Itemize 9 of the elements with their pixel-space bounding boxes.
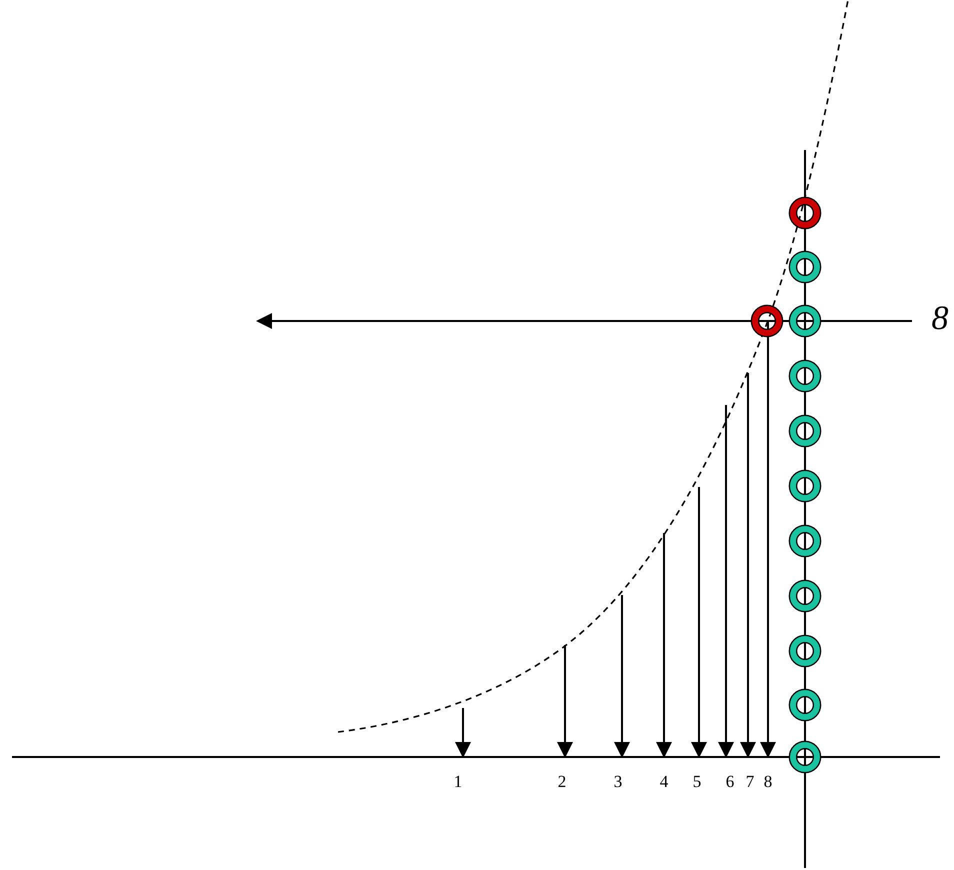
tick-label: 7 [746,773,754,790]
tick-label: 2 [558,773,566,790]
tick-label: 6 [726,773,734,790]
tick-label: 3 [614,773,622,790]
tick-label: 1 [454,773,462,790]
tick-label: 5 [692,773,702,790]
tick-label: 8 [764,773,772,790]
tick-label: 4 [660,773,668,790]
axis-label: 8 [932,302,948,336]
